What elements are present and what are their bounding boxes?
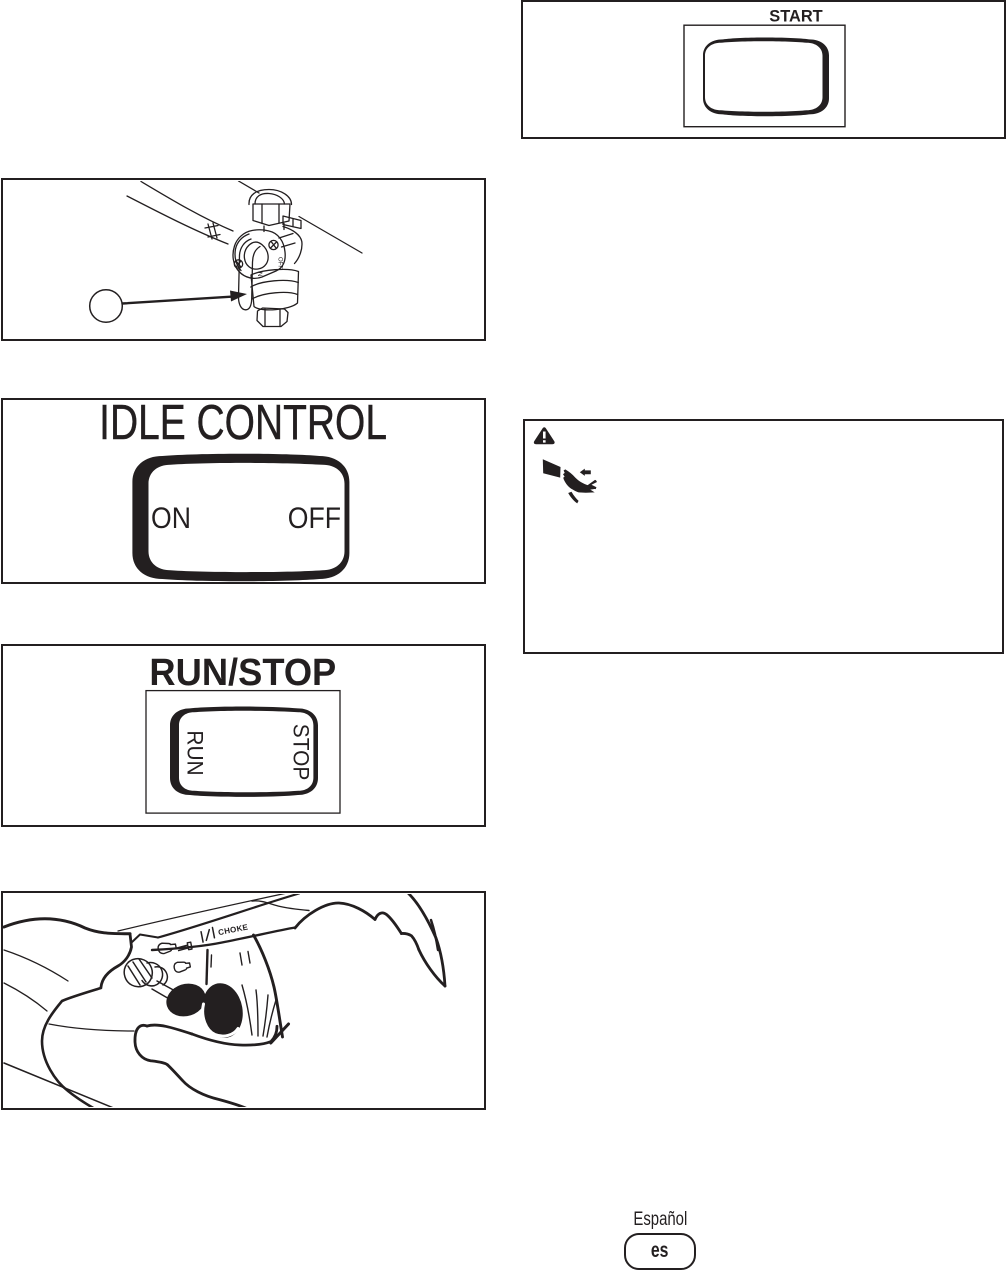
svg-text:STOP: STOP bbox=[288, 724, 313, 780]
svg-text:OFF: OFF bbox=[288, 502, 341, 535]
svg-text:ON: ON bbox=[151, 502, 191, 535]
svg-text:START: START bbox=[769, 8, 822, 26]
svg-text:CHOKE: CHOKE bbox=[217, 922, 249, 937]
svg-text:N: N bbox=[256, 272, 262, 276]
svg-text:RUN: RUN bbox=[182, 730, 207, 775]
svg-text:OFF: OFF bbox=[277, 257, 283, 269]
